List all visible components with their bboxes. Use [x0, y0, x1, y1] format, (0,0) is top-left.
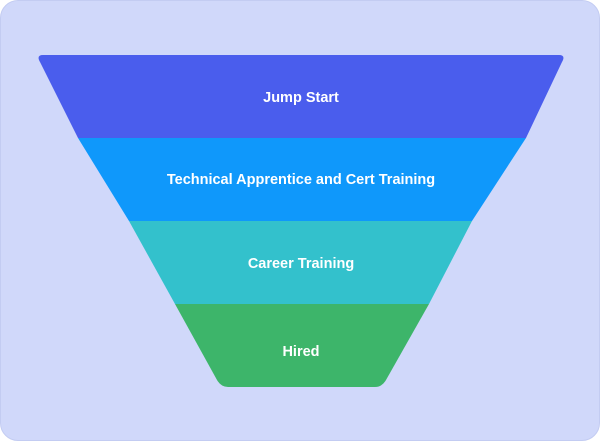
funnel-stage-jump-start — [38, 55, 564, 138]
funnel-stage-technical-apprentice — [78, 138, 526, 221]
funnel-stage-hired — [175, 304, 429, 387]
funnel-stage-label-hired: Hired — [282, 344, 319, 360]
funnel-stage-career-training — [129, 221, 472, 304]
funnel-stage-label-career-training: Career Training — [248, 256, 354, 272]
funnel-stage-label-jump-start: Jump Start — [263, 90, 339, 106]
funnel-stage-label-technical-apprentice: Technical Apprentice and Cert Training — [167, 172, 435, 188]
